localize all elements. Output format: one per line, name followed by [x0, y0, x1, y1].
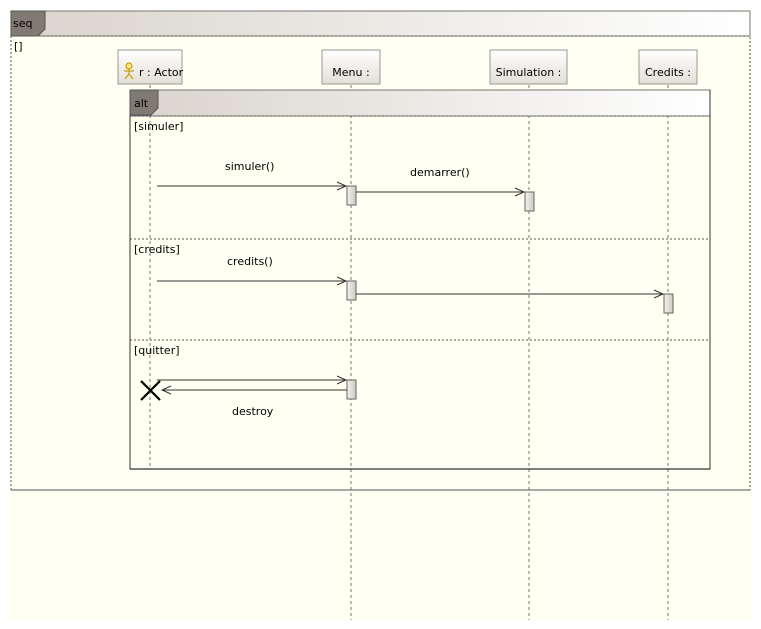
- message-credits-forward[interactable]: [356, 289, 665, 299]
- lifeline-head-simulation[interactable]: [489, 49, 568, 85]
- message-demarrer[interactable]: [356, 187, 526, 197]
- activation-bars: [346, 185, 674, 400]
- message-destroy[interactable]: [160, 385, 347, 395]
- alt-fragment-header: [129, 89, 711, 117]
- lifeline-label-actor: r : Actor: [139, 66, 184, 79]
- lifeline-lines: [149, 85, 669, 620]
- activation-bar: [524, 191, 535, 212]
- seq-frame-label: seq: [13, 17, 33, 30]
- message-quitter[interactable]: [157, 375, 348, 385]
- lifeline-label-menu: Menu :: [332, 66, 370, 79]
- message-label-demarrer: demarrer(): [410, 166, 470, 179]
- activation-bar: [346, 379, 357, 400]
- lifeline-head-menu[interactable]: [321, 49, 381, 85]
- operand-guard-simuler: [simuler]: [134, 120, 184, 133]
- seq-frame-body: [10, 35, 751, 491]
- activation-bar: [346, 185, 357, 206]
- message-label-destroy: destroy: [232, 405, 274, 418]
- alt-fragment-label: alt: [134, 97, 149, 110]
- alt-fragment: [129, 89, 711, 470]
- destroy-marker-icon: [140, 380, 161, 401]
- operand-guard-credits: [credits]: [134, 243, 180, 256]
- message-simuler[interactable]: [157, 181, 348, 191]
- lifeline-label-simulation: Simulation :: [495, 66, 562, 79]
- operand-guard-quitter: [quitter]: [134, 344, 180, 357]
- alt-fragment-tab: [129, 89, 159, 116]
- seq-frame: [10, 10, 751, 491]
- lifeline-label-credits: Credits :: [644, 66, 691, 79]
- lifeline-head-credits[interactable]: [638, 49, 698, 85]
- activation-bar: [346, 280, 357, 301]
- seq-frame-guard: []: [14, 40, 23, 53]
- seq-frame-header: [10, 10, 751, 37]
- stick-figure-icon: [124, 62, 134, 80]
- activation-bar: [663, 293, 674, 314]
- messages: [157, 181, 665, 395]
- message-credits[interactable]: [157, 276, 348, 286]
- seq-frame-tab: [10, 10, 46, 37]
- message-label-simuler: simuler(): [225, 160, 275, 173]
- message-label-credits: credits(): [227, 255, 273, 268]
